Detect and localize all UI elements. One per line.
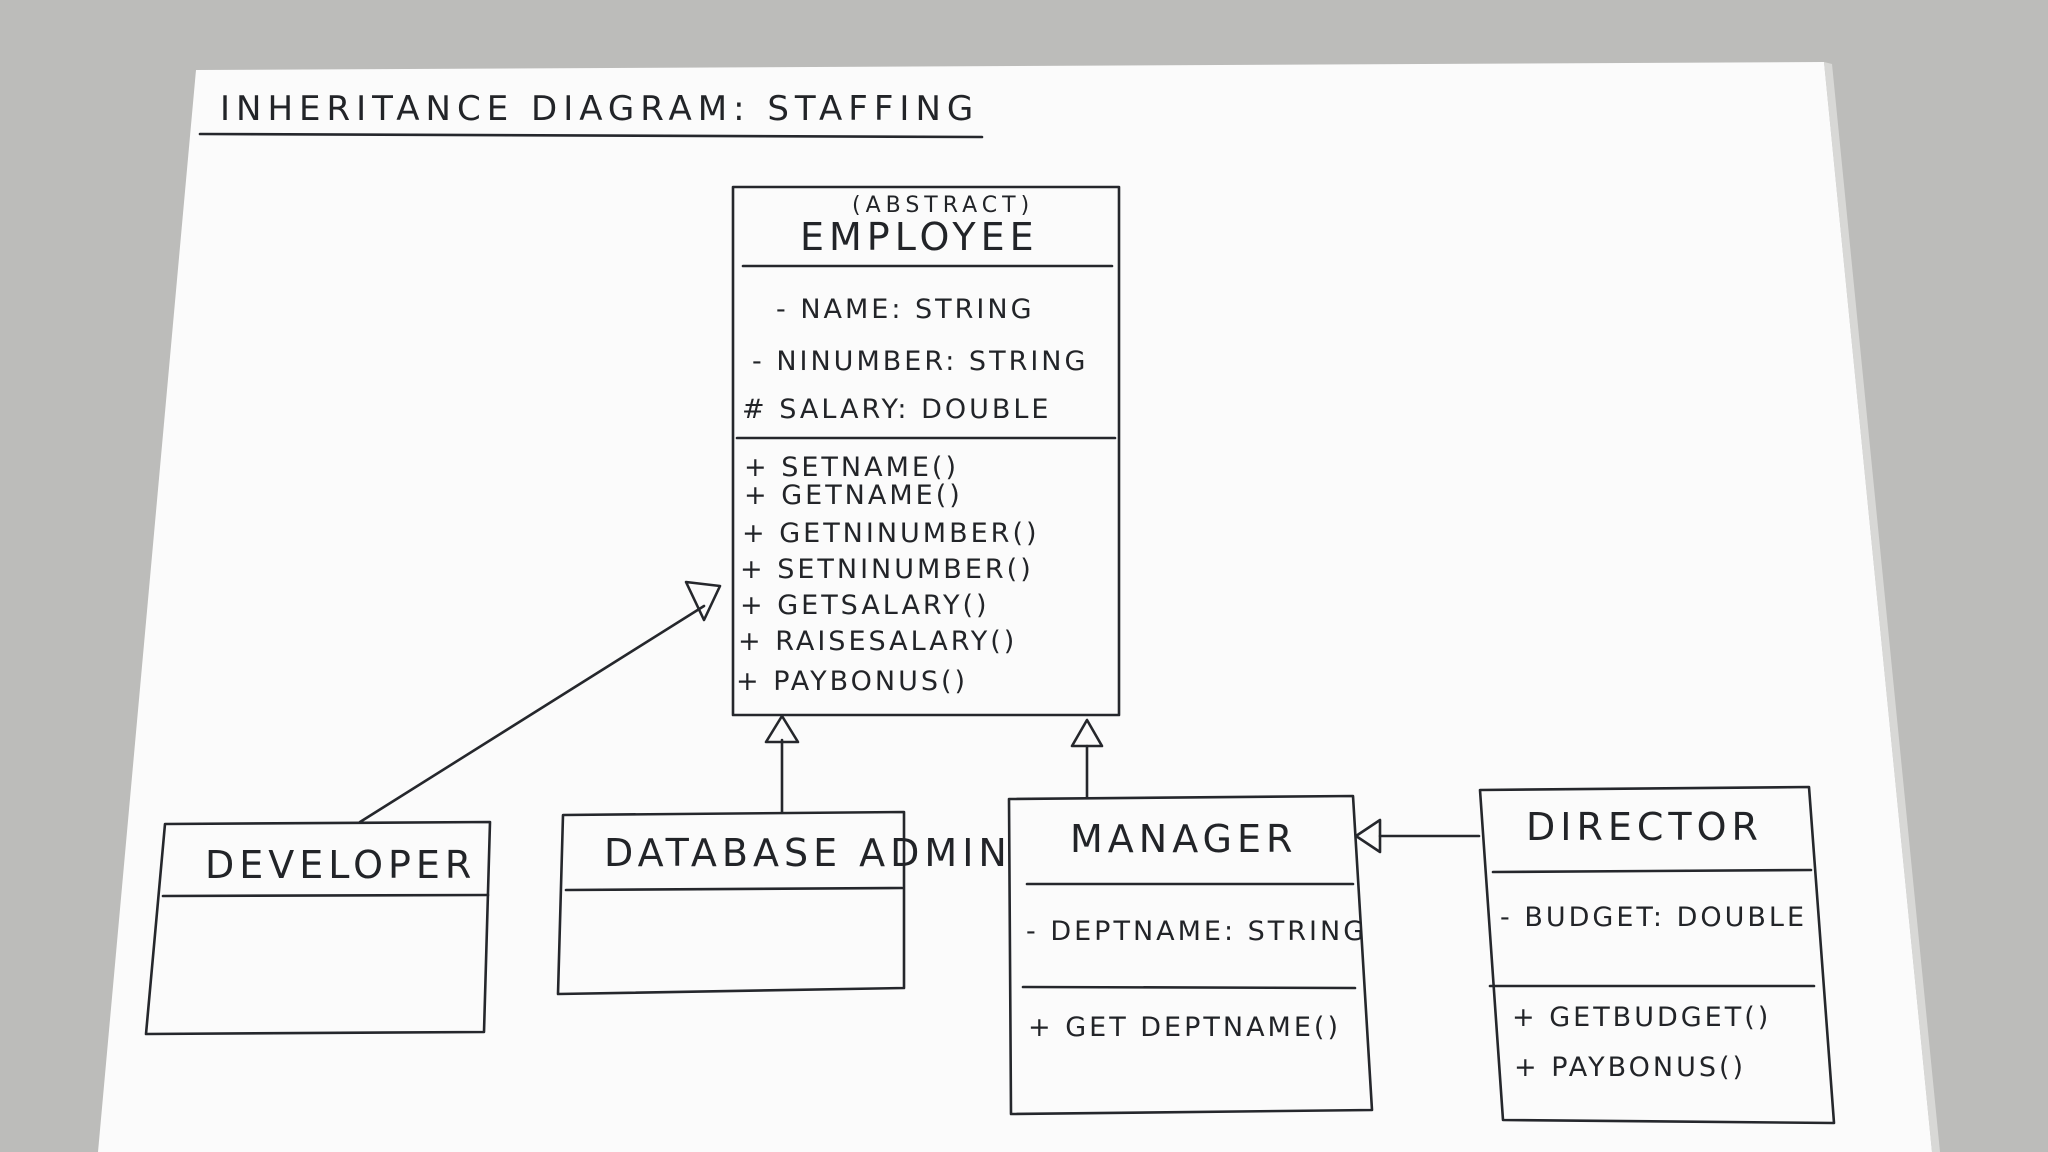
director-method-getbudget: + GETBUDGET() [1512, 1002, 1771, 1033]
class-employee: (ABSTRACT) EMPLOYEE - NAME: STRING - NIN… [731, 185, 1121, 717]
employee-attr-ninumber: - NINUMBER: STRING [752, 346, 1088, 377]
developer-divider [161, 893, 490, 898]
diagram-title: INHERITANCE DIAGRAM: STAFFING [198, 89, 984, 139]
class-database-admin: DATABASE ADMIN [556, 810, 1012, 996]
paper-sheet [98, 62, 1932, 1152]
employee-attr-salary: # SALARY: DOUBLE [742, 394, 1052, 425]
arrow-director-to-manager [1354, 818, 1481, 854]
developer-box [144, 820, 492, 1036]
class-director: DIRECTOR - BUDGET: DOUBLE + GETBUDGET() … [1478, 785, 1836, 1125]
paper-shadow [1824, 62, 1940, 1152]
inheritance-triangle-icon [684, 580, 722, 622]
arrow-database-admin-to-employee [764, 714, 800, 814]
manager-method-getdeptname: + GET DEPTNAME() [1028, 1012, 1341, 1043]
employee-method-setname: + SETNAME() [744, 452, 959, 483]
developer-name: DEVELOPER [205, 843, 476, 887]
inheritance-triangle-icon [1070, 718, 1104, 748]
database-admin-name: DATABASE ADMIN [604, 831, 1012, 875]
employee-attr-name: - NAME: STRING [776, 294, 1035, 325]
manager-box [1007, 794, 1374, 1116]
class-developer: DEVELOPER [144, 820, 492, 1036]
database-admin-box [556, 810, 906, 996]
employee-method-getninumber: + GETNINUMBER() [742, 518, 1040, 549]
diagram-title-text: INHERITANCE DIAGRAM: STAFFING [220, 89, 979, 129]
director-method-paybonus: + PAYBONUS() [1514, 1052, 1746, 1083]
title-underline [198, 132, 984, 139]
class-manager: MANAGER - DEPTNAME: STRING + GET DEPTNAM… [1007, 794, 1374, 1116]
manager-attr-deptname: - DEPTNAME: STRING [1026, 916, 1367, 947]
employee-box [731, 185, 1121, 717]
director-divider-1 [1491, 868, 1813, 874]
director-attr-budget: - BUDGET: DOUBLE [1500, 902, 1807, 933]
employee-method-getname: + GETNAME() [744, 480, 963, 511]
arrow-manager-to-employee [1070, 718, 1104, 800]
employee-stereotype: (ABSTRACT) [852, 193, 1034, 218]
employee-method-setninumber: + SETNINUMBER() [740, 554, 1034, 585]
manager-divider-2 [1021, 985, 1357, 990]
inheritance-triangle-icon [1354, 818, 1382, 854]
database-admin-divider [564, 886, 904, 892]
employee-method-getsalary: + GETSALARY() [740, 590, 990, 621]
employee-name: EMPLOYEE [800, 215, 1039, 259]
arrow-developer-to-employee [358, 580, 722, 824]
inheritance-triangle-icon [764, 714, 800, 744]
manager-name: MANAGER [1070, 817, 1297, 861]
employee-method-raisesalary: + RAISESALARY() [738, 626, 1017, 657]
employee-method-paybonus: + PAYBONUS() [736, 666, 968, 697]
arrow-developer-line [358, 604, 706, 824]
director-name: DIRECTOR [1526, 805, 1763, 849]
director-box [1478, 785, 1836, 1125]
